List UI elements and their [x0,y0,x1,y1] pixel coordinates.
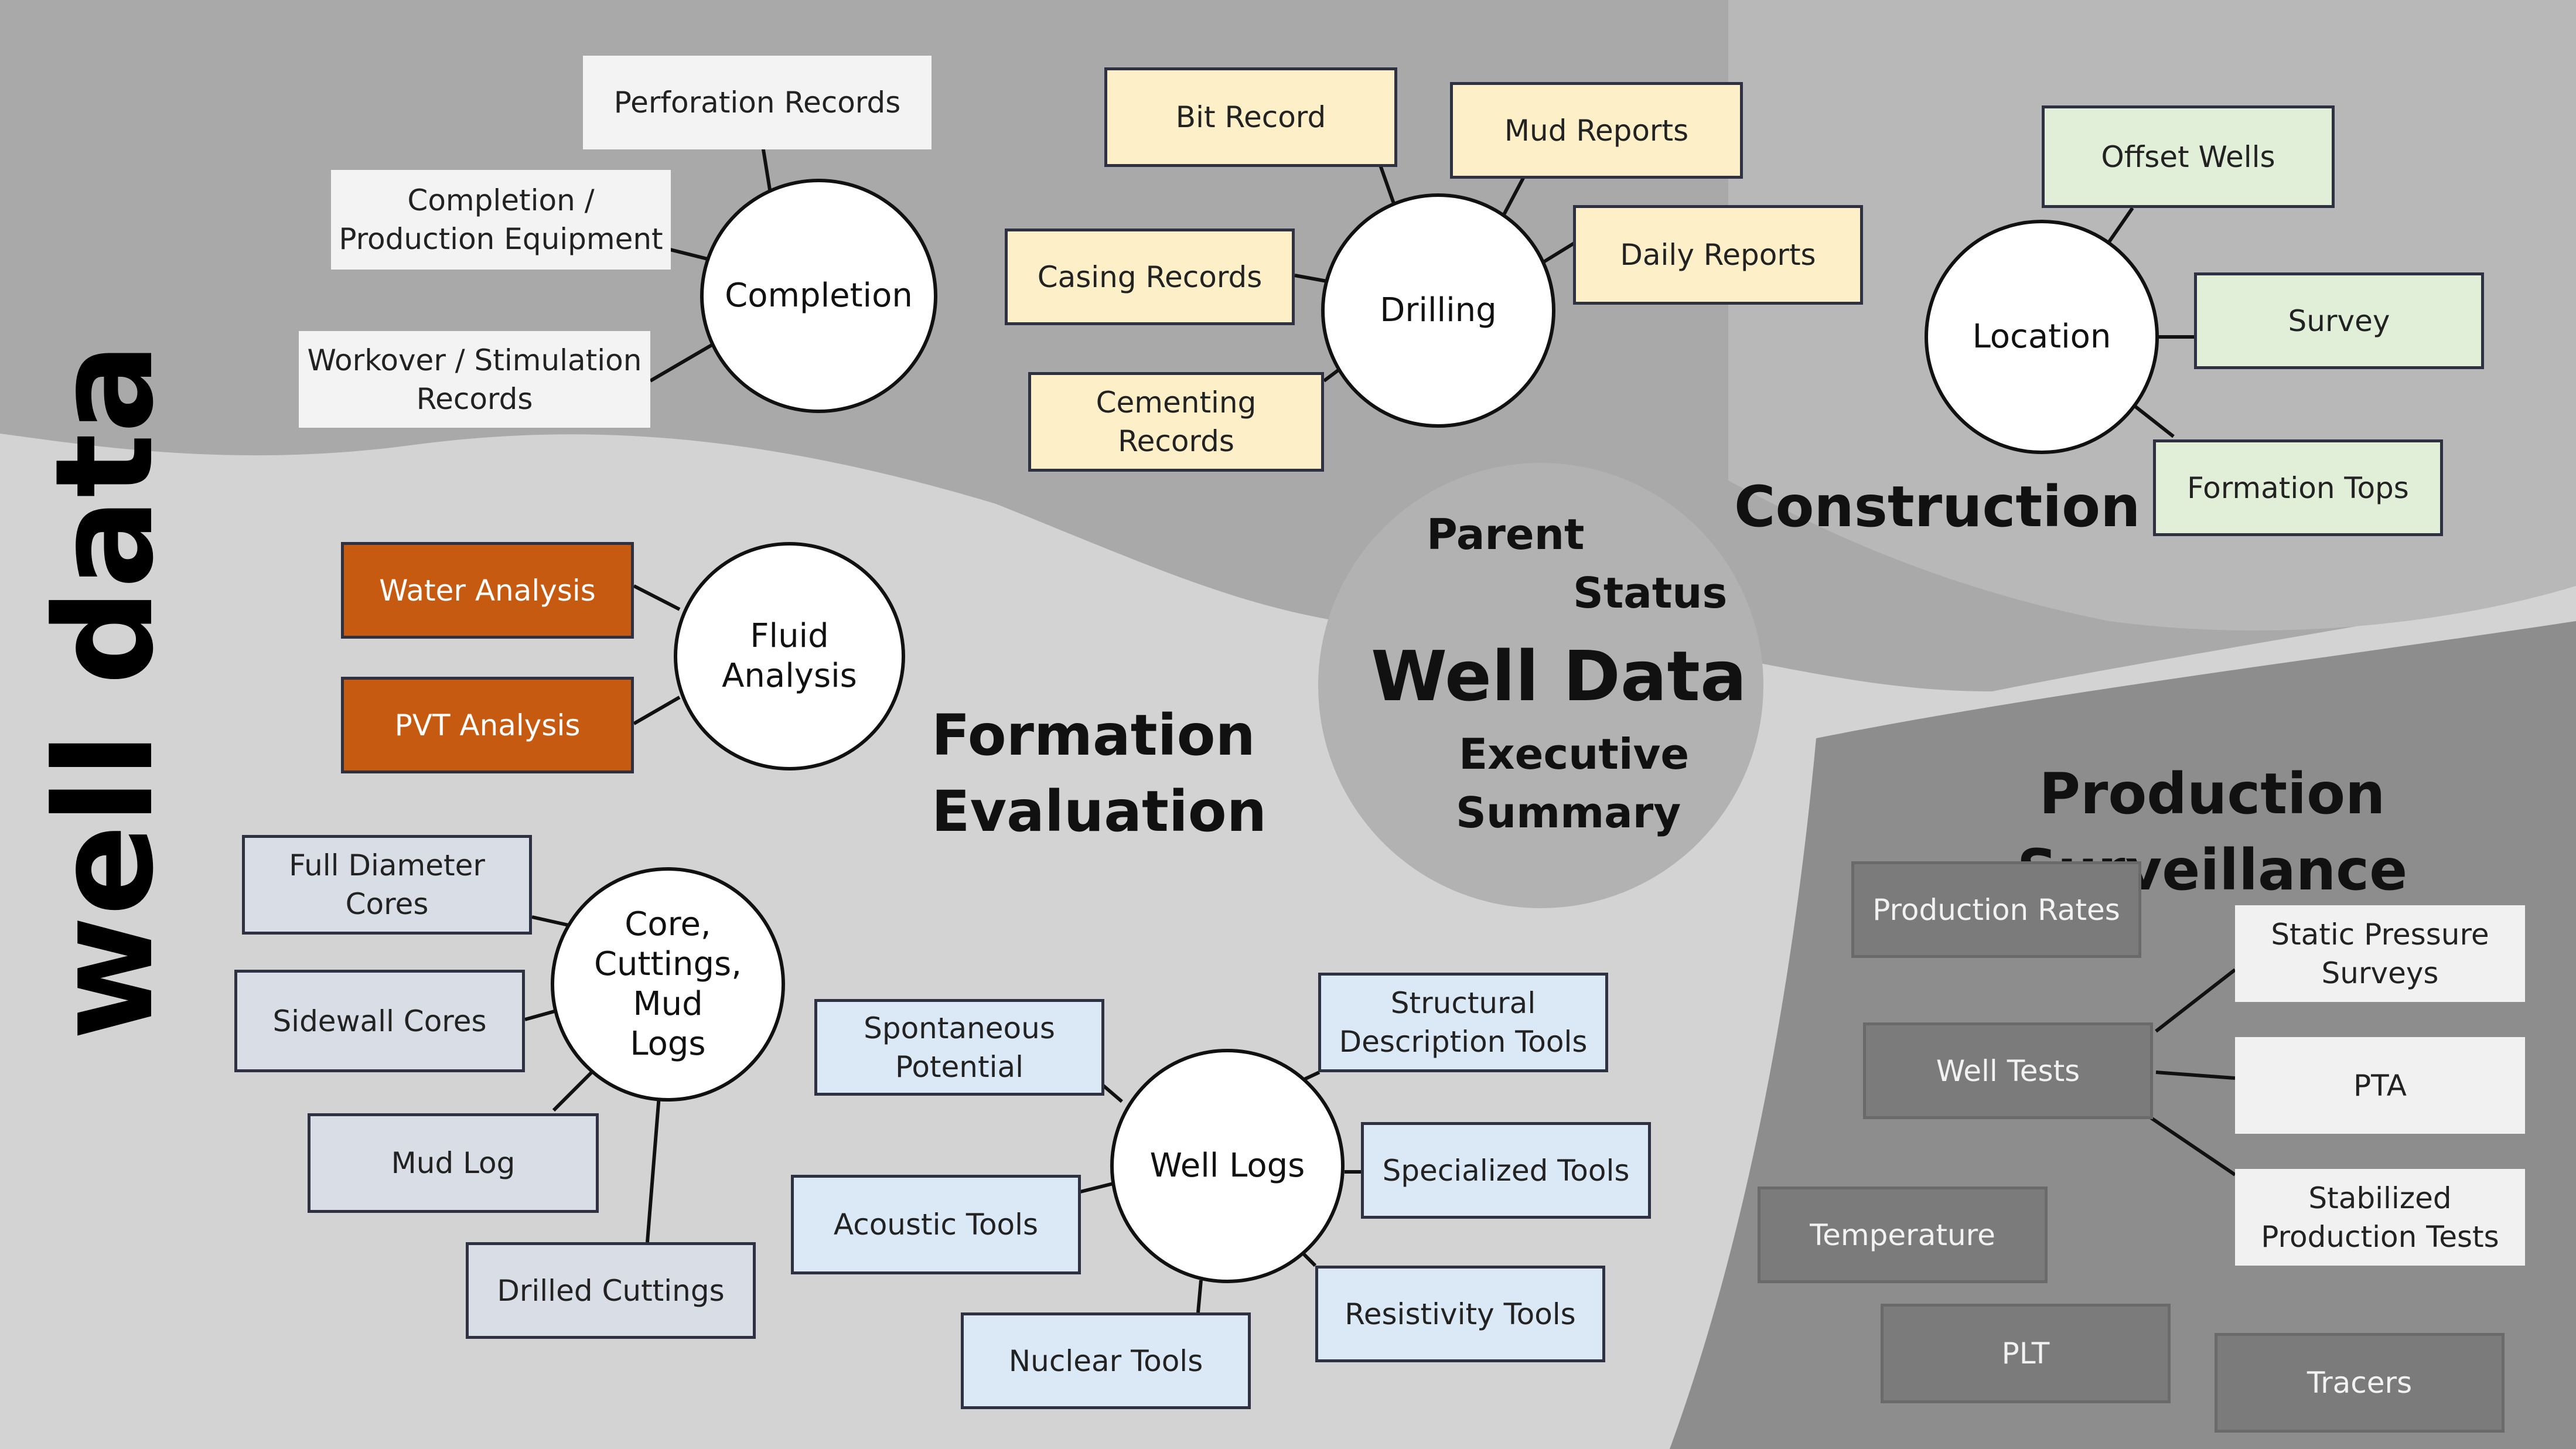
production-static-line2: Surveys [2321,956,2439,990]
logs-sp-line2: Potential [895,1049,1024,1084]
logs-specialized-tools[interactable]: Specialized Tools [1361,1122,1651,1219]
hub-well-logs[interactable]: Well Logs [1110,1049,1345,1283]
hub-fluid-line1: Fluid [750,617,829,655]
completion-equipment-line1: Completion / [407,183,595,217]
hub-core-line1: Core, [625,905,711,943]
location-offset-wells[interactable]: Offset Wells [2042,105,2335,208]
section-formation-line2: Evaluation [932,779,1267,844]
hub-core-line3: Mud [633,985,703,1023]
completion-production-equipment[interactable]: Completion / Production Equipment [331,170,671,270]
section-formation-line1: Formation [932,703,1255,768]
core-mud-log[interactable]: Mud Log [308,1113,599,1213]
logs-resistivity-tools[interactable]: Resistivity Tools [1315,1266,1605,1362]
center-status: Status [1573,568,1728,618]
center-parent: Parent [1427,510,1585,559]
core-fulldiam-line1: Full Diameter [289,848,485,882]
fluid-water-analysis[interactable]: Water Analysis [341,542,634,639]
core-sidewall-cores[interactable]: Sidewall Cores [234,970,525,1072]
hub-fluid-line2: Analysis [722,657,857,695]
production-stab-line2: Production Tests [2261,1219,2499,1254]
logs-struct-line2: Description Tools [1339,1025,1588,1059]
center-summary: Summary [1456,788,1681,837]
production-tracers[interactable]: Tracers [2215,1333,2505,1433]
logs-nuclear-tools[interactable]: Nuclear Tools [961,1312,1251,1409]
drilling-cementing-line1: Cementing [1096,386,1257,420]
drilling-casing-records[interactable]: Casing Records [1005,229,1295,325]
hub-completion[interactable]: Completion [700,179,937,413]
production-rates[interactable]: Production Rates [1851,861,2141,958]
core-drilled-cuttings[interactable]: Drilled Cuttings [466,1242,756,1339]
drilling-daily-reports[interactable]: Daily Reports [1573,205,1863,305]
location-survey[interactable]: Survey [2194,272,2484,369]
production-static-line1: Static Pressure [2271,917,2489,952]
drilling-bit-record[interactable]: Bit Record [1104,67,1397,167]
completion-equipment-line2: Production Equipment [339,222,663,256]
hub-core-line4: Logs [630,1025,706,1063]
page-title: well data [27,342,183,1041]
hub-location[interactable]: Location [1925,220,2159,454]
logs-sp-line1: Spontaneous [864,1011,1055,1045]
completion-workover-line1: Workover / Stimulation [307,343,642,377]
section-construction: Construction [1734,474,2141,540]
section-formation: Formation Evaluation [932,697,1267,850]
center-executive: Executive [1459,729,1690,779]
production-stab-line1: Stabilized [2308,1181,2452,1215]
hub-core-cuttings-mud-logs[interactable]: Core, Cuttings, Mud Logs [551,867,785,1102]
drilling-mud-reports[interactable]: Mud Reports [1450,82,1743,179]
logs-acoustic-tools[interactable]: Acoustic Tools [791,1175,1081,1274]
production-well-tests[interactable]: Well Tests [1863,1022,2153,1119]
hub-core-line2: Cuttings, [593,945,742,983]
location-formation-tops[interactable]: Formation Tops [2153,439,2443,536]
logs-struct-line1: Structural [1390,986,1536,1020]
center-circle [1318,463,1763,908]
hub-drilling[interactable]: Drilling [1321,193,1555,428]
production-plt[interactable]: PLT [1881,1304,2171,1403]
production-pta[interactable]: PTA [2235,1037,2525,1134]
drilling-cementing-line2: Records [1118,424,1234,458]
core-fulldiam-line2: Cores [345,887,429,921]
fluid-pvt-analysis[interactable]: PVT Analysis [341,677,634,773]
center-well-data: Well Data [1371,636,1747,717]
completion-workover-line2: Records [416,381,533,416]
completion-perforation-records[interactable]: Perforation Records [583,56,932,149]
production-temperature[interactable]: Temperature [1758,1187,2048,1283]
